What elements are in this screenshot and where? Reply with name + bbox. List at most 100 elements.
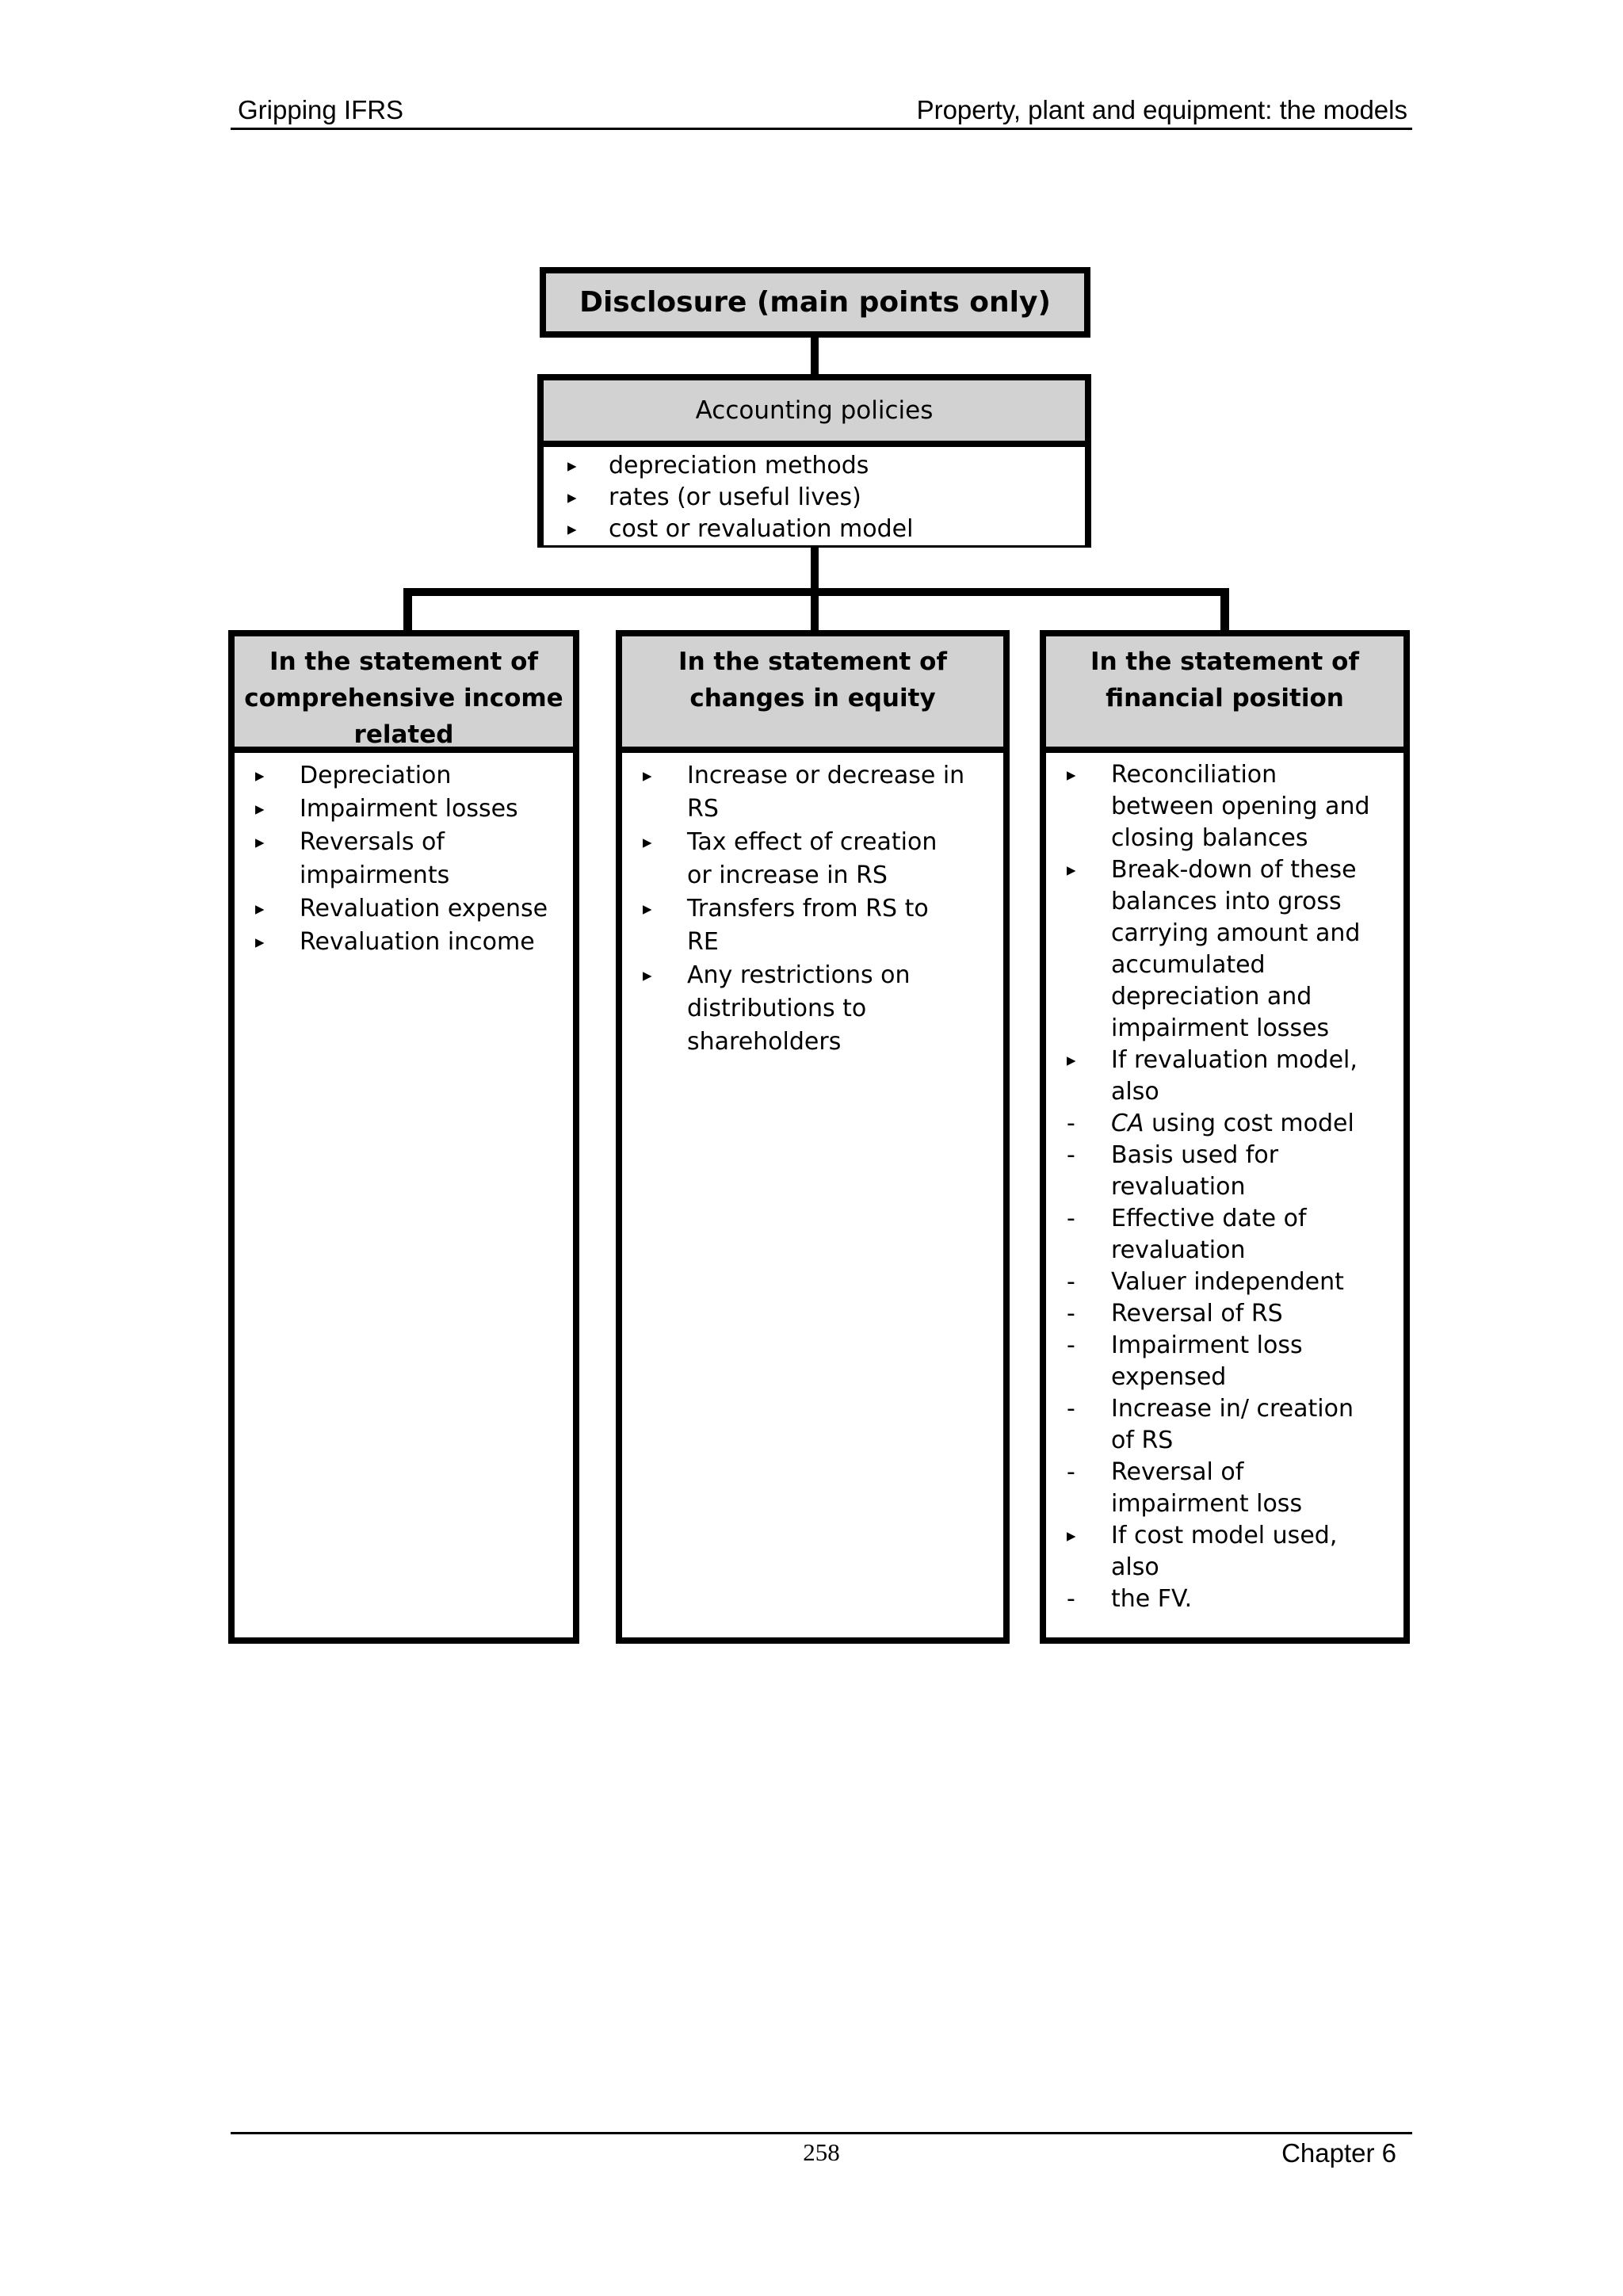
- list-item: ▸ If revaluation model, also: [1067, 1045, 1400, 1108]
- accounting-policies-box: Accounting policies ▸ depreciation metho…: [537, 374, 1091, 548]
- header-rule: [231, 128, 1412, 130]
- list-item: ▸ Break-down of these balances into gros…: [1067, 854, 1400, 1045]
- list-item-text: Impairment loss expensed: [1111, 1331, 1303, 1391]
- bullet-arrow-icon: ▸: [255, 932, 265, 953]
- list-item: - Basis used for revaluation: [1067, 1140, 1400, 1203]
- list-item: - CA using cost model: [1067, 1108, 1400, 1140]
- statement-comprehensive-income-box: In the statement of comprehensive income…: [228, 630, 579, 1644]
- connector-branch-right: [1220, 596, 1229, 631]
- bullet-dash-icon: -: [1067, 1395, 1075, 1423]
- list-item-text: Break-down of these balances into gross …: [1111, 856, 1361, 1042]
- list-item: ▸ Reversals of impairments: [255, 826, 570, 892]
- list-item-text-rest: using cost model: [1144, 1110, 1354, 1137]
- bullet-arrow-icon: ▸: [1067, 1050, 1076, 1071]
- connector-branch-left: [403, 596, 412, 631]
- list-item: ▸ Any restrictions on distributions to s…: [643, 959, 1000, 1059]
- statement-financial-position-box: In the statement of financial position ▸…: [1040, 630, 1410, 1644]
- bullet-arrow-icon: ▸: [1067, 765, 1076, 785]
- list-item-text: depreciation methods: [609, 452, 869, 479]
- bullet-arrow-icon: ▸: [255, 832, 265, 853]
- list-item-text: Tax effect of creation or increase in RS: [687, 828, 938, 889]
- bullet-dash-icon: -: [1067, 1205, 1075, 1232]
- page-footer: 258 Chapter 6: [231, 2138, 1412, 2178]
- bullet-dash-icon: -: [1067, 1458, 1075, 1486]
- list-item-text: Valuer independent: [1111, 1268, 1344, 1296]
- bullet-dash-icon: -: [1067, 1585, 1075, 1613]
- list-item-text: cost or revaluation model: [609, 515, 914, 543]
- statement-comprehensive-income-list: ▸ Depreciation ▸ Impairment losses ▸ Rev…: [235, 753, 573, 959]
- list-item: - Reversal of impairment loss: [1067, 1457, 1400, 1520]
- list-item-text: Increase in/ creation of RS: [1111, 1395, 1354, 1454]
- bullet-arrow-icon: ▸: [643, 899, 652, 919]
- bullet-arrow-icon: ▸: [643, 766, 652, 786]
- bullet-dash-icon: -: [1067, 1331, 1075, 1359]
- branch-horizontal-bar: [403, 588, 1229, 596]
- list-item: - Valuer independent: [1067, 1266, 1400, 1298]
- bullet-dash-icon: -: [1067, 1110, 1075, 1137]
- accounting-policies-title: Accounting policies: [695, 396, 934, 425]
- footer-chapter-label: Chapter 6: [1281, 2138, 1396, 2168]
- accounting-policies-header: Accounting policies: [544, 380, 1085, 447]
- abbrev-ca-italic: CA: [1111, 1110, 1144, 1137]
- bullet-arrow-icon: ▸: [1067, 1526, 1076, 1546]
- list-item: ▸ Transfers from RS to RE: [643, 892, 1000, 959]
- list-item-text: Revaluation income: [300, 928, 535, 956]
- list-item: ▸ Reconciliation between opening and clo…: [1067, 759, 1400, 854]
- bullet-arrow-icon: ▸: [567, 487, 577, 508]
- list-item-text: Revaluation expense: [300, 895, 548, 923]
- header-chapter-title: Property, plant and equipment: the model…: [916, 95, 1407, 124]
- bullet-dash-icon: -: [1067, 1268, 1075, 1296]
- list-item-text: CA using cost model: [1111, 1108, 1354, 1140]
- bullet-arrow-icon: ▸: [255, 899, 265, 919]
- header-book-title: Gripping IFRS: [238, 95, 404, 124]
- list-item: ▸ Depreciation: [255, 759, 570, 793]
- list-item: ▸ Revaluation expense: [255, 892, 570, 926]
- list-item-text: Reversal of RS: [1111, 1300, 1283, 1328]
- bullet-dash-icon: -: [1067, 1141, 1075, 1169]
- list-item: - Reversal of RS: [1067, 1298, 1400, 1330]
- statement-changes-in-equity-box: In the statement of changes in equity ▸ …: [616, 630, 1010, 1644]
- statement-financial-position-header: In the statement of financial position: [1046, 636, 1403, 753]
- bullet-arrow-icon: ▸: [255, 799, 265, 819]
- bullet-dash-icon: -: [1067, 1300, 1075, 1328]
- list-item: ▸ If cost model used, also: [1067, 1520, 1400, 1584]
- list-item: ▸ Impairment losses: [255, 793, 570, 826]
- list-item-text: Impairment losses: [300, 795, 518, 823]
- bullet-arrow-icon: ▸: [567, 519, 577, 540]
- list-item: ▸ depreciation methods: [567, 450, 1085, 482]
- bullet-arrow-icon: ▸: [643, 832, 652, 853]
- list-item: ▸ cost or revaluation model: [567, 514, 1085, 545]
- statement-comprehensive-income-header: In the statement of comprehensive income…: [235, 636, 573, 753]
- list-item-text: Basis used for revaluation: [1111, 1141, 1279, 1201]
- list-item-text: Reconciliation between opening and closi…: [1111, 761, 1370, 852]
- bullet-arrow-icon: ▸: [255, 766, 265, 786]
- accounting-policies-list: ▸ depreciation methods ▸ rates (or usefu…: [544, 447, 1085, 545]
- statement-changes-in-equity-list: ▸ Increase or decrease in RS ▸ Tax effec…: [622, 753, 1003, 1059]
- connector-policies-to-branch: [811, 548, 819, 588]
- list-item-text: If cost model used, also: [1111, 1522, 1338, 1581]
- bullet-arrow-icon: ▸: [1067, 860, 1076, 881]
- list-item-text: the FV.: [1111, 1585, 1193, 1613]
- list-item: - Effective date of revaluation: [1067, 1203, 1400, 1266]
- list-item-text: Any restrictions on distributions to sha…: [687, 961, 911, 1056]
- list-item-text: Transfers from RS to RE: [687, 895, 929, 956]
- list-item-text: Reversals of impairments: [300, 828, 450, 889]
- list-item: ▸ Tax effect of creation or increase in …: [643, 826, 1000, 892]
- footer-rule: [231, 2132, 1412, 2134]
- list-item-text: Increase or decrease in RS: [687, 762, 965, 823]
- list-item: ▸ Revaluation income: [255, 926, 570, 959]
- connector-branch-middle: [811, 596, 819, 631]
- list-item-text: Effective date of revaluation: [1111, 1205, 1307, 1264]
- list-item-text: Reversal of impairment loss: [1111, 1458, 1303, 1518]
- disclosure-title-box: Disclosure (main points only): [540, 267, 1090, 338]
- list-item: ▸ Increase or decrease in RS: [643, 759, 1000, 826]
- connector-title-to-policies: [811, 338, 819, 374]
- statement-changes-in-equity-header: In the statement of changes in equity: [622, 636, 1003, 753]
- bullet-arrow-icon: ▸: [567, 456, 577, 476]
- list-item: ▸ rates (or useful lives): [567, 482, 1085, 514]
- list-item-text: rates (or useful lives): [609, 483, 861, 511]
- page-header: Gripping IFRS Property, plant and equipm…: [238, 95, 1407, 125]
- statement-financial-position-list: ▸ Reconciliation between opening and clo…: [1046, 753, 1403, 1615]
- list-item: - Increase in/ creation of RS: [1067, 1393, 1400, 1457]
